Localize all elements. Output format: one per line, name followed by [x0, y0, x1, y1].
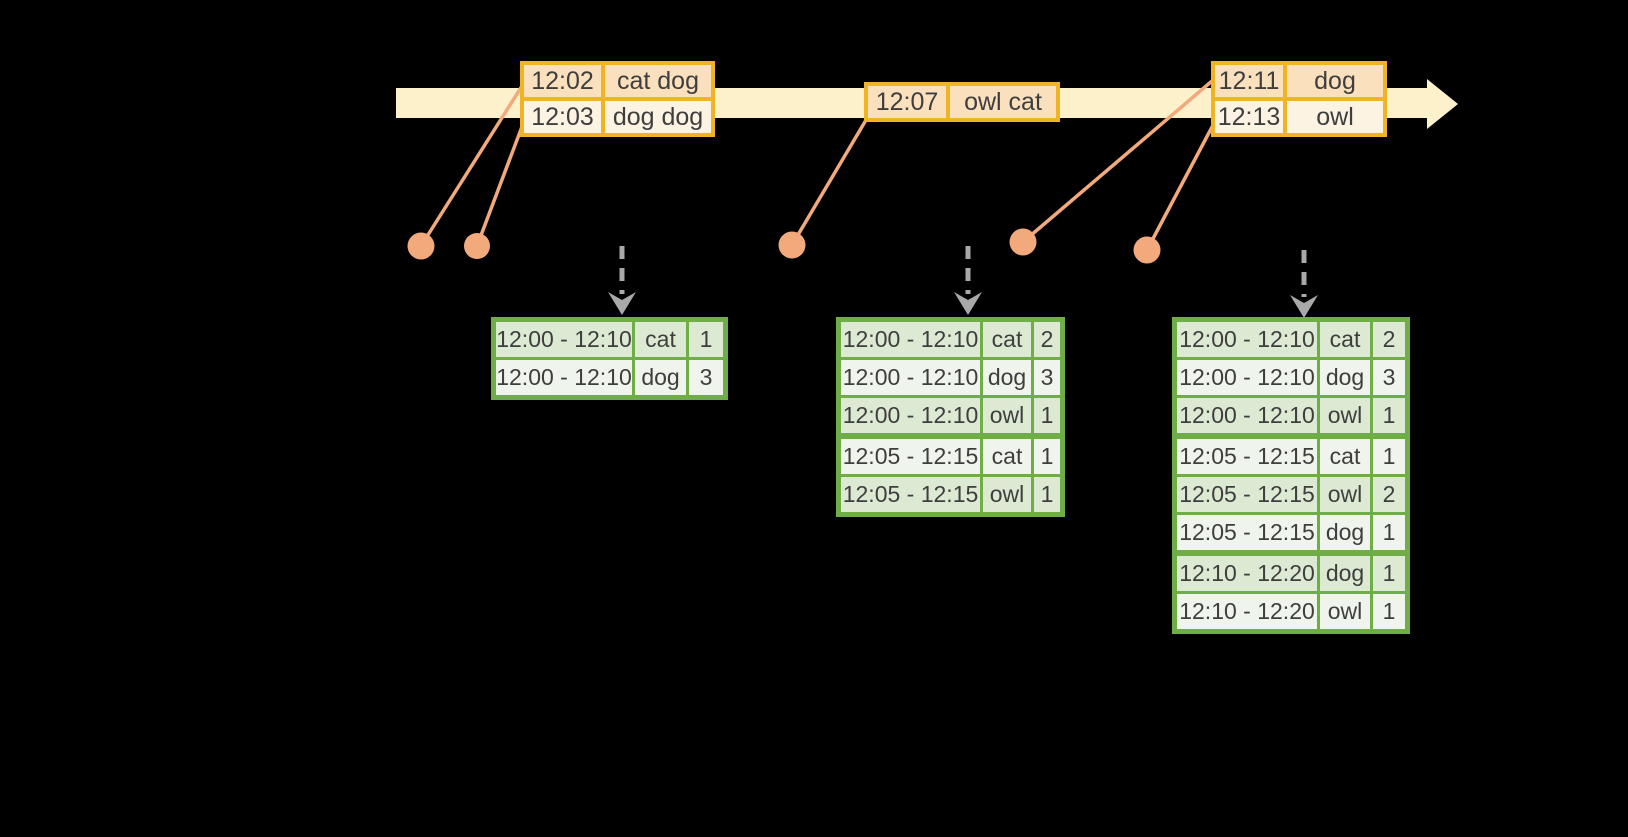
- event-dots: [407, 228, 1161, 264]
- window-cell: 12:00 - 12:10: [1173, 318, 1320, 360]
- window-cell: 12:10 - 12:20: [1173, 591, 1320, 633]
- event-dot: [464, 233, 490, 259]
- window-cell: 12:05 - 12:15: [1173, 433, 1320, 477]
- key-cell: dog: [632, 357, 689, 399]
- event-dot: [407, 232, 435, 260]
- window-cell: 12:00 - 12:10: [837, 318, 983, 360]
- window-cell: 12:05 - 12:15: [837, 474, 983, 516]
- event-dot: [1133, 236, 1161, 264]
- window-cell: 12:05 - 12:15: [1173, 512, 1320, 555]
- value-cell: cat dog: [601, 61, 715, 101]
- value-cell: dog: [1283, 61, 1387, 101]
- count-cell: 1: [1370, 550, 1409, 594]
- event-time-axis-arrowhead-icon: [1427, 79, 1458, 129]
- count-cell: 1: [1370, 591, 1409, 633]
- event-dot: [1009, 228, 1037, 256]
- trigger-arrow-icon: [608, 246, 636, 315]
- count-cell: 1: [1031, 433, 1064, 477]
- key-cell: dog: [1317, 357, 1373, 398]
- window-cell: 12:00 - 12:10: [837, 395, 983, 438]
- window-cell: 12:05 - 12:15: [1173, 474, 1320, 515]
- window-cell: 12:10 - 12:20: [1173, 550, 1320, 594]
- key-cell: owl: [980, 474, 1034, 516]
- window-cell: 12:00 - 12:10: [492, 357, 635, 399]
- count-cell: 1: [1370, 512, 1409, 555]
- window-cell: 12:00 - 12:10: [1173, 395, 1320, 438]
- key-cell: cat: [632, 318, 689, 360]
- event-connector-line: [790, 118, 868, 247]
- key-cell: cat: [980, 318, 1034, 360]
- time-cell: 12:02: [520, 61, 605, 101]
- count-cell: 3: [1031, 357, 1064, 398]
- event-connector-line: [1145, 125, 1214, 252]
- key-cell: owl: [1317, 474, 1373, 515]
- count-cell: 1: [1031, 395, 1064, 438]
- count-cell: 1: [1031, 474, 1064, 516]
- value-cell: dog dog: [601, 97, 715, 137]
- count-cell: 1: [686, 318, 727, 360]
- window-cell: 12:00 - 12:10: [837, 357, 983, 398]
- count-cell: 1: [1370, 395, 1409, 438]
- key-cell: dog: [1317, 512, 1373, 555]
- time-cell: 12:07: [864, 82, 950, 122]
- key-cell: dog: [1317, 550, 1373, 594]
- key-cell: owl: [1317, 591, 1373, 633]
- time-cell: 12:11: [1211, 61, 1287, 101]
- key-cell: owl: [1317, 395, 1373, 438]
- count-cell: 2: [1370, 474, 1409, 515]
- count-cell: 2: [1370, 318, 1409, 360]
- count-cell: 2: [1031, 318, 1064, 360]
- key-cell: owl: [980, 395, 1034, 438]
- key-cell: cat: [1317, 433, 1373, 477]
- trigger-arrow-icon: [1290, 250, 1318, 318]
- window-cell: 12:00 - 12:10: [1173, 357, 1320, 398]
- count-cell: 1: [1370, 433, 1409, 477]
- key-cell: cat: [980, 433, 1034, 477]
- key-cell: cat: [1317, 318, 1373, 360]
- value-cell: owl: [1283, 97, 1387, 137]
- time-cell: 12:03: [520, 97, 605, 137]
- count-cell: 3: [1370, 357, 1409, 398]
- trigger-arrow-icon: [954, 246, 982, 315]
- event-connector-line: [475, 122, 525, 248]
- event-dot: [778, 231, 806, 259]
- count-cell: 3: [686, 357, 727, 399]
- key-cell: dog: [980, 357, 1034, 398]
- window-cell: 12:00 - 12:10: [492, 318, 635, 360]
- window-cell: 12:05 - 12:15: [837, 433, 983, 477]
- time-cell: 12:13: [1211, 97, 1287, 137]
- value-cell: owl cat: [946, 82, 1060, 122]
